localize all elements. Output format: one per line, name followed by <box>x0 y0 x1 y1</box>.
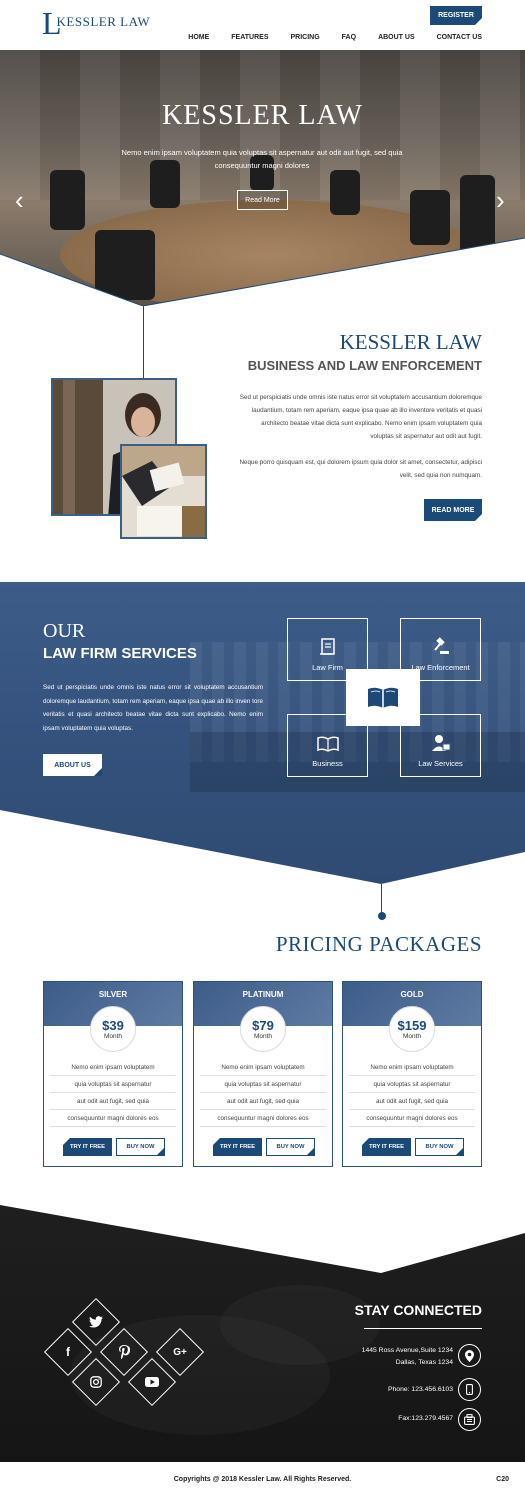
try-it-free-button[interactable]: TRY IT FREE <box>362 1138 411 1156</box>
logo[interactable]: L KESSLER LAW <box>42 5 151 41</box>
main-nav: HOME FEATURES PRICING FAQ ABOUT US CONTA… <box>166 34 482 41</box>
feature-item: Nemo enim ipsam voluptatem <box>349 1059 475 1076</box>
service-law-enforcement[interactable]: Law Enforcement <box>400 618 481 681</box>
about-subtitle: BUSINESS AND LAW ENFORCEMENT <box>247 358 482 373</box>
scroll-icon <box>319 638 335 655</box>
service-law-services[interactable]: Law Services <box>400 714 481 777</box>
feature-item: aut odit aut fugit, sed quia <box>50 1093 176 1110</box>
lawyer-icon <box>431 735 450 751</box>
footer-section <box>0 1205 525 1462</box>
services-title-line1: OUR <box>43 620 86 642</box>
read-more-button[interactable]: Read More <box>237 190 288 210</box>
register-button[interactable]: REGISTER <box>430 6 482 25</box>
pricing-title: PRICING PACKAGES <box>275 932 482 956</box>
feature-item: aut odit aut fugit, sed quia <box>200 1093 326 1110</box>
feature-item: consequuntur magni dolores eos <box>50 1110 176 1127</box>
nav-contact-us[interactable]: CONTACT US <box>436 34 482 41</box>
plan-name: GOLD <box>400 990 424 999</box>
nav-faq[interactable]: FAQ <box>341 34 357 41</box>
service-law-firm[interactable]: Law Firm <box>287 618 368 681</box>
about-read-more-button[interactable]: READ MORE <box>424 499 482 521</box>
book-icon <box>368 687 398 708</box>
copyright-bar <box>0 1462 525 1500</box>
feature-item: consequuntur magni dolores eos <box>349 1110 475 1127</box>
pricing-card-gold: GOLD $159 Month Nemo enim ipsam voluptat… <box>342 981 482 1167</box>
try-it-free-button[interactable]: TRY IT FREE <box>63 1138 112 1156</box>
feature-item: quia voluptas sit aspernatur <box>200 1076 326 1093</box>
stay-connected-title: STAY CONNECTED <box>354 1302 482 1318</box>
signing-documents-image <box>120 444 207 539</box>
about-paragraph-2: Neque porro quisquam est, qui dolorem ip… <box>239 459 482 479</box>
feature-item: aut odit aut fugit, sed quia <box>349 1093 475 1110</box>
services-title-line2: LAW FIRM SERVICES <box>43 645 197 662</box>
services-section <box>0 582 525 884</box>
nav-pricing[interactable]: PRICING <box>290 34 320 41</box>
twitter-icon[interactable] <box>72 1298 120 1346</box>
fax-text: Fax:123.279.4567 <box>398 1415 453 1422</box>
pinterest-icon[interactable] <box>100 1328 148 1376</box>
facebook-icon[interactable]: f <box>66 1345 70 1359</box>
about-title: KESSLER LAW <box>339 330 482 354</box>
open-book-icon <box>316 736 339 752</box>
nav-features[interactable]: FEATURES <box>231 34 269 41</box>
instagram-icon[interactable] <box>72 1358 120 1406</box>
price-circle: $159 Month <box>389 1006 435 1052</box>
carousel-next-icon[interactable]: › <box>496 185 505 215</box>
hero-section: KESSLER LAW Nemo enim ipsam voluptatem q… <box>0 50 525 306</box>
pricing-card-silver: SILVER $39 Month Nemo enim ipsam volupta… <box>43 981 183 1167</box>
service-business[interactable]: Business <box>287 714 368 777</box>
services-paragraph: Sed ut perspiciatis unde omnis iste natu… <box>43 684 263 732</box>
price-circle: $39 Month <box>90 1006 136 1052</box>
buy-now-button[interactable]: BUY NOW <box>266 1138 315 1156</box>
phone-text: Phone: 123.456.6103 <box>387 1386 453 1393</box>
hero-title: KESSLER LAW <box>162 100 363 131</box>
buy-now-button[interactable]: BUY NOW <box>415 1138 464 1156</box>
about-paragraph-1: Sed ut perspiciatis unde omnis iste natu… <box>239 394 482 440</box>
about-us-button[interactable]: ABOUT US <box>43 754 102 776</box>
site-header: L KESSLER LAW REGISTER HOME FEATURES PRI… <box>0 0 525 50</box>
gavel-icon <box>433 637 449 654</box>
plan-name: SILVER <box>98 990 128 999</box>
youtube-icon[interactable] <box>128 1358 176 1406</box>
plan-name: PLATINUM <box>242 990 284 999</box>
address-text: 1445 Ross Avenue,Suite 1234 Dallas, Texa… <box>361 1347 453 1366</box>
hero-subtitle: Nemo enim ipsam voluptatem quia voluptas… <box>121 148 403 170</box>
try-it-free-button[interactable]: TRY IT FREE <box>213 1138 262 1156</box>
feature-item: quia voluptas sit aspernatur <box>50 1076 176 1093</box>
nav-home[interactable]: HOME <box>188 34 210 41</box>
nav-about-us[interactable]: ABOUT US <box>378 34 415 41</box>
pricing-card-platinum: PLATINUM $79 Month Nemo enim ipsam volup… <box>193 981 333 1167</box>
feature-item: quia voluptas sit aspernatur <box>349 1076 475 1093</box>
feature-item: Nemo enim ipsam voluptatem <box>200 1059 326 1076</box>
copyright-tag: C20 <box>496 1476 509 1483</box>
mobile-phone-icon <box>458 1378 481 1401</box>
feature-item: Nemo enim ipsam voluptatem <box>50 1059 176 1076</box>
connector-line <box>143 306 144 378</box>
google-plus-icon[interactable]: G+ <box>173 1346 187 1358</box>
location-pin-icon <box>458 1344 481 1367</box>
carousel-prev-icon[interactable]: ‹ <box>15 185 24 215</box>
copyright-text: Copyrights @ 2018 Kessler Law. All Right… <box>173 1476 352 1483</box>
feature-item: consequuntur magni dolores eos <box>200 1110 326 1127</box>
section-dot <box>378 912 386 920</box>
fax-machine-icon <box>458 1408 481 1431</box>
buy-now-button[interactable]: BUY NOW <box>116 1138 165 1156</box>
price-circle: $79 Month <box>240 1006 286 1052</box>
center-book-box <box>346 669 420 726</box>
